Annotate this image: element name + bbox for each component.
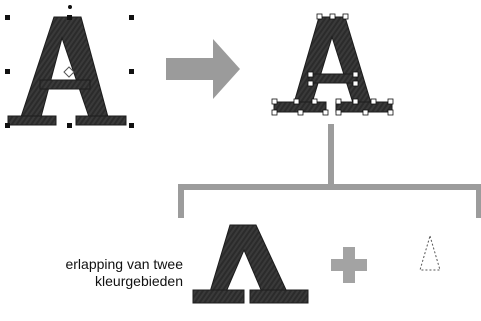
node-square-icon[interactable] <box>387 109 394 116</box>
node-edit-letter-group <box>271 13 394 116</box>
node-square-icon[interactable] <box>335 109 342 116</box>
letter-a-selected[interactable] <box>7 16 127 126</box>
node-square-icon[interactable] <box>352 80 359 87</box>
split-connector <box>178 124 481 218</box>
selection-handle-icon[interactable] <box>129 123 134 128</box>
node-square-icon[interactable] <box>271 109 278 116</box>
selection-handle-icon[interactable] <box>129 15 134 20</box>
caption-line-1: erlapping van twee <box>65 256 183 272</box>
node-square-icon[interactable] <box>352 71 359 78</box>
selection-handle-icon[interactable] <box>5 15 10 20</box>
node-square-icon[interactable] <box>271 98 278 105</box>
selection-handle-icon[interactable] <box>129 69 134 74</box>
node-square-icon[interactable] <box>307 80 314 87</box>
node-square-icon[interactable] <box>297 109 304 116</box>
selection-handle-icon[interactable] <box>67 15 72 20</box>
node-square-icon[interactable] <box>307 71 314 78</box>
node-square-icon[interactable] <box>352 98 359 105</box>
right-arrow-icon <box>166 39 240 99</box>
node-square-icon[interactable] <box>387 98 394 105</box>
letter-a-filled <box>192 224 309 304</box>
selection-handle-icon[interactable] <box>67 123 72 128</box>
node-square-icon[interactable] <box>342 13 349 20</box>
selection-handle-icon[interactable] <box>5 69 10 74</box>
rotation-handle-dot-icon[interactable] <box>68 5 72 9</box>
node-square-icon[interactable] <box>322 109 329 116</box>
node-square-icon[interactable] <box>370 98 377 105</box>
letter-a-nodes[interactable] <box>273 16 393 113</box>
node-square-icon[interactable] <box>362 109 369 116</box>
selected-letter-group <box>5 5 134 128</box>
caption-overlap-text: erlapping van twee kleurgebieden <box>0 256 183 290</box>
node-square-icon[interactable] <box>329 13 336 20</box>
plus-icon <box>331 247 367 283</box>
node-square-icon[interactable] <box>311 98 318 105</box>
center-diamond-icon[interactable] <box>63 66 75 78</box>
selection-handle-icon[interactable] <box>5 123 10 128</box>
caption-line-2: kleurgebieden <box>95 273 183 289</box>
node-square-icon[interactable] <box>293 98 300 105</box>
dashed-triangle-icon <box>419 234 441 271</box>
node-square-icon[interactable] <box>316 13 323 20</box>
node-square-icon[interactable] <box>335 98 342 105</box>
